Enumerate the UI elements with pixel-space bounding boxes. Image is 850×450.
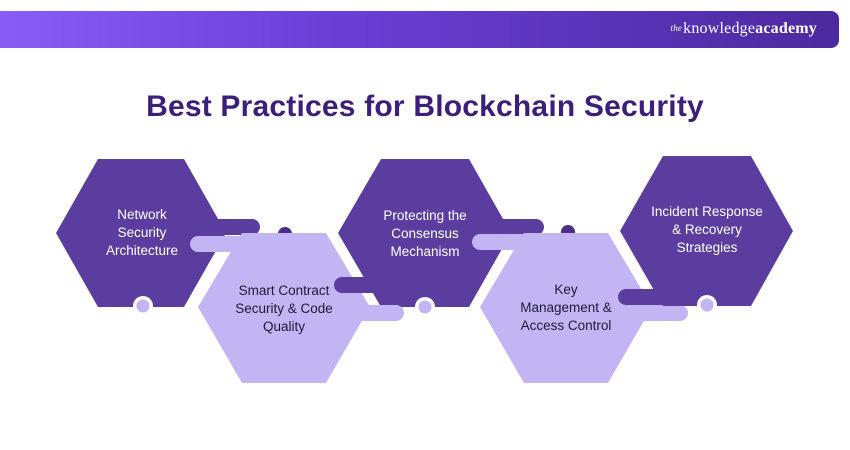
connector-bar-3b — [352, 305, 404, 321]
header-banner: theknowledgeacademy — [0, 11, 839, 48]
brand-logo: theknowledgeacademy — [671, 20, 817, 38]
hexagon-step-3 — [338, 159, 511, 307]
step-1-line-1: Network — [117, 207, 167, 222]
brand-the: the — [670, 23, 683, 33]
step-4-line-1: Key — [554, 282, 578, 297]
page-title: Best Practices for Blockchain Security — [146, 90, 704, 123]
step-5-label: Incident Response & Recovery Strategies — [637, 203, 777, 257]
connector-dot-5 — [700, 298, 714, 312]
step-1-line-2: Security — [117, 225, 167, 240]
connector-bar-3a — [334, 277, 384, 293]
brand-academy: academy — [755, 20, 817, 37]
step-3-line-1: Protecting the — [383, 208, 467, 223]
hexagon-step-5 — [620, 156, 793, 306]
step-2-line-3: Quality — [262, 319, 306, 334]
step-3-label: Protecting the Consensus Mechanism — [360, 207, 490, 261]
step-2-line-1: Smart Contract — [238, 283, 330, 298]
connector-dot-2-inner — [136, 299, 150, 313]
connector-dot-3b — [418, 300, 432, 314]
brand-knowledge: knowledge — [683, 20, 756, 37]
step-1-line-3: Architecture — [105, 243, 179, 258]
hexagon-step-2 — [198, 233, 370, 383]
connector-bar-4a — [472, 234, 530, 250]
step-4-line-2: Management & — [520, 300, 612, 315]
step-5-line-3: Strategies — [676, 240, 738, 255]
step-4-label: Key Management & Access Control — [501, 281, 631, 335]
step-3-line-2: Consensus — [391, 226, 459, 241]
connector-bar-3c — [494, 219, 544, 235]
connector-bar-2a — [190, 236, 250, 252]
step-2-line-2: Security & Code — [235, 301, 333, 316]
connector-bar-1 — [212, 219, 260, 235]
step-4-line-3: Access Control — [520, 318, 612, 333]
connector-bar-4c — [636, 305, 688, 321]
step-5-line-2: & Recovery — [672, 222, 742, 237]
step-3-line-3: Mechanism — [390, 244, 460, 259]
hexagon-step-1 — [56, 159, 226, 307]
step-1-label: Network Security Architecture — [82, 206, 202, 260]
step-5-line-1: Incident Response — [651, 204, 763, 219]
hexagon-step-4 — [480, 233, 652, 383]
step-2-label: Smart Contract Security & Code Quality — [219, 282, 349, 336]
